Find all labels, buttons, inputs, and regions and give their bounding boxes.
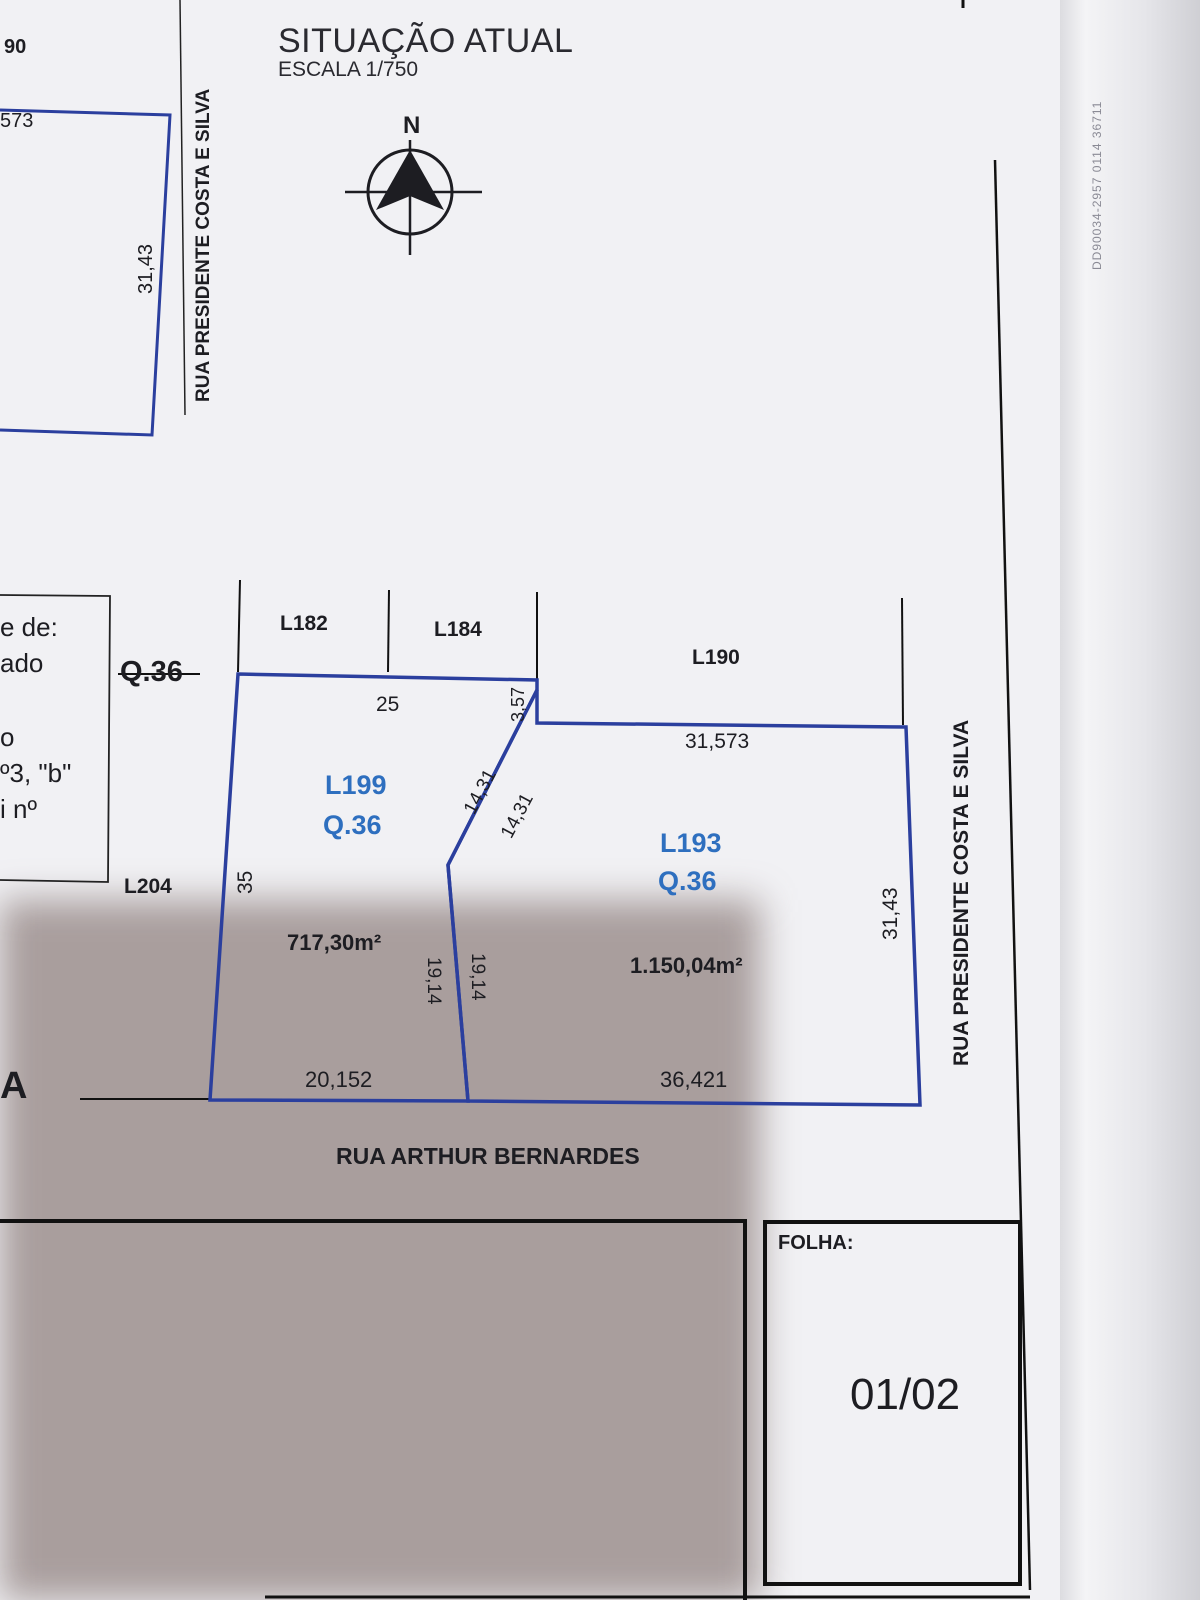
divider-right <box>901 597 904 726</box>
neighbor-l204: L204 <box>124 875 172 898</box>
north-label: N <box>403 112 421 139</box>
lot-199-dim-bottom: 20,152 <box>305 1067 373 1092</box>
lot-199-outline <box>208 672 539 1103</box>
frame-right-line <box>993 159 1032 1591</box>
lot-193-dim-top: 31,573 <box>685 730 750 753</box>
lot-199-id: L199 <box>325 770 387 800</box>
street-bottom-label: RUA ARTHUR BERNARDES <box>336 1143 640 1169</box>
fragment-text-3: o <box>0 722 15 752</box>
neighbor-l182: L182 <box>280 612 328 635</box>
title-block-sheet <box>763 1220 1022 1586</box>
lot-199-area: 717,30m² <box>287 930 382 955</box>
street-edge-line <box>179 0 186 416</box>
divider-l184 <box>387 589 390 673</box>
block-label-strike: Q.36 <box>120 656 183 688</box>
divider-l182 <box>237 579 241 673</box>
lot-199-block: Q.36 <box>323 810 382 840</box>
paper-stack-edge <box>1060 0 1200 1600</box>
lot-193-dim-right: 31,43 <box>879 887 902 940</box>
fragment-text-1: e de: <box>0 612 58 642</box>
neighbor-l190: L190 <box>692 646 740 669</box>
neighbor-l184: L184 <box>434 618 482 641</box>
upper-lot-outline <box>0 108 172 437</box>
lot-199-dim-left: 35 <box>234 870 257 894</box>
north-arrow-icon <box>345 140 482 255</box>
lot-193-dim-bottom: 36,421 <box>660 1067 728 1092</box>
lot-193-id: L193 <box>660 828 722 858</box>
fragment-text-2: ado <box>0 648 44 678</box>
fragment-dim-a: 573 <box>0 110 34 132</box>
sheet-label: FOLHA: <box>778 1232 854 1254</box>
lot-193-area: 1.150,04m² <box>630 953 743 978</box>
lot-199-dim-top: 25 <box>376 693 400 716</box>
lot-193-dim-notch: 3,57 <box>508 686 528 722</box>
fragment-top-number: 90 <box>4 36 27 58</box>
street-right-label: RUA PRESIDENTE COSTA E SILVA <box>950 719 973 1066</box>
drawing-title: SITUAÇÃO ATUAL <box>278 22 574 60</box>
fragment-dim-b: 31,43 <box>135 243 157 294</box>
street-left-label: RUA PRESIDENTE COSTA E SILVA <box>193 88 214 402</box>
lot-199-dim-inner: 19,14 <box>423 957 444 1005</box>
side-document-code: DD90034-2957 0114 36711 <box>1090 100 1104 270</box>
lot-193-dim-inner: 19,14 <box>467 953 488 1001</box>
drawing-scale: ESCALA 1/750 <box>278 58 419 81</box>
title-block-main <box>0 1219 747 1600</box>
lot-193-block: Q.36 <box>658 866 717 896</box>
lot-193-outline <box>446 689 922 1107</box>
photo-shadow <box>0 900 760 1600</box>
fragment-big-letter: A <box>0 1065 28 1107</box>
left-note-box <box>0 594 111 883</box>
fragment-text-5: i nº <box>0 794 37 824</box>
fragment-text-4: º3, "b" <box>0 758 72 788</box>
sheet-number: 01/02 <box>850 1370 961 1419</box>
